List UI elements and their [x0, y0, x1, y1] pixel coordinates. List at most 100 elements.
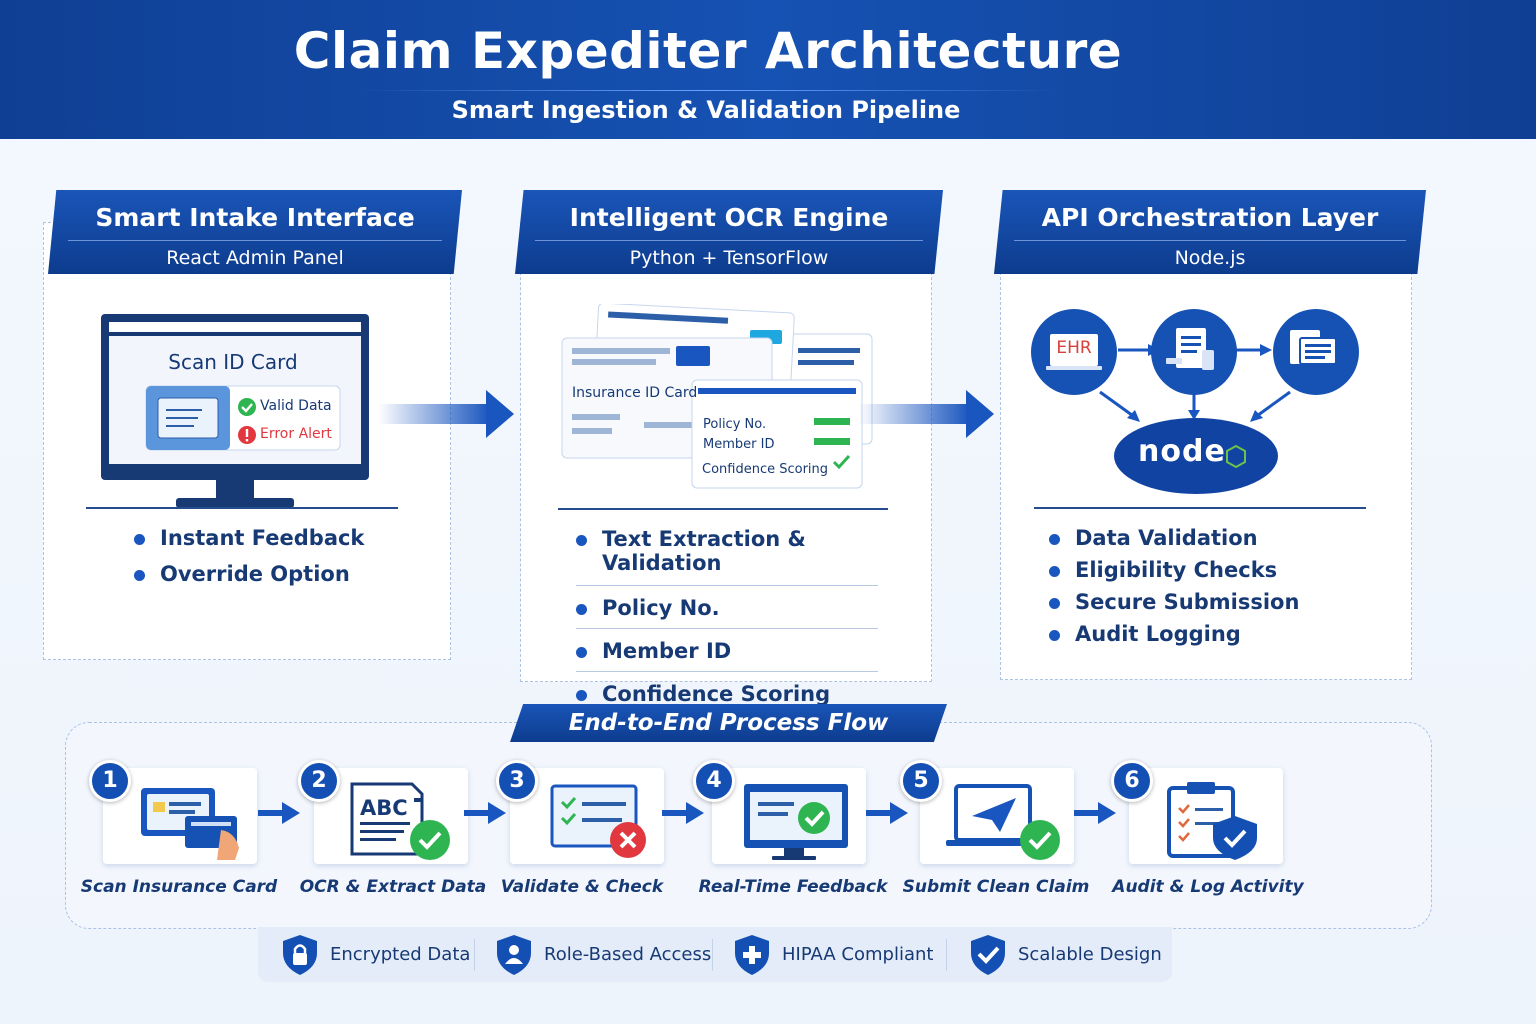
ocr-feature-list: Text Extraction & Validation Policy No. … — [576, 527, 878, 706]
step-label: Scan Insurance Card — [80, 877, 278, 897]
bullet-dot — [576, 535, 587, 546]
bullet-dot — [576, 690, 587, 701]
laptop-send-icon — [946, 784, 1060, 860]
checklist-error-icon — [550, 784, 646, 858]
step-number: 6 — [1111, 760, 1153, 802]
badge-label: HIPAA Compliant — [782, 944, 934, 965]
step-label: Audit & Log Activity — [1112, 877, 1304, 897]
api-header: API Orchestration Layer Node.js — [994, 190, 1426, 274]
badge-encrypted-data: Encrypted Data — [280, 927, 470, 982]
ocr-header: Intelligent OCR Engine Python + TensorFl… — [515, 190, 943, 274]
step-card — [1129, 768, 1283, 864]
medical-shield-icon — [735, 934, 769, 975]
intake-header-rule — [68, 240, 442, 241]
user-shield-icon — [497, 934, 531, 975]
bullet-dot — [1049, 630, 1060, 641]
check-shield-icon — [971, 934, 1005, 975]
step-card — [712, 768, 866, 864]
step-label: OCR & Extract Data — [299, 877, 487, 897]
badge-scalable-design: Scalable Design — [968, 927, 1162, 982]
card-scan-icon — [141, 788, 239, 860]
step-arrow-right-icon — [866, 802, 908, 824]
step-number: 1 — [89, 760, 131, 802]
ocr-card-title: Insurance ID Card — [572, 385, 698, 401]
bullet-dot — [134, 570, 145, 581]
monitor-check-icon — [744, 784, 848, 860]
step-arrow-right-icon — [1074, 802, 1116, 824]
title-divider — [360, 90, 1060, 91]
list-item: Policy No. — [576, 596, 878, 629]
step-arrow-right-icon — [662, 802, 704, 824]
ocr-title: Intelligent OCR Engine — [569, 203, 889, 232]
step-number: 2 — [298, 760, 340, 802]
api-subtitle: Node.js — [1174, 247, 1246, 269]
intake-title: Smart Intake Interface — [95, 203, 415, 232]
badge-separator — [712, 939, 713, 971]
ocr-doc-text: ABC — [360, 796, 408, 820]
feature-text: Policy No. — [602, 596, 720, 620]
bullet-dot — [576, 647, 587, 658]
process-flow-title: End-to-End Process Flow — [510, 704, 947, 742]
step-label: Submit Clean Claim — [902, 877, 1090, 897]
feature-text: Text Extraction & Validation — [602, 527, 806, 575]
feature-text: Data Validation — [1075, 526, 1258, 550]
step-number: 4 — [693, 760, 735, 802]
bullet-dot — [576, 604, 587, 615]
badge-separator — [946, 939, 947, 971]
badge-hipaa-compliant: HIPAA Compliant — [732, 927, 933, 982]
list-item: Confidence Scoring — [576, 682, 878, 706]
ocr-confidence-label: Confidence Scoring — [702, 462, 829, 477]
step-number: 3 — [496, 760, 538, 802]
list-item: Override Option — [134, 562, 364, 586]
api-network-icon — [1031, 309, 1359, 494]
step-label: Validate & Check — [500, 877, 664, 897]
page-title: Claim Expediter Architecture — [293, 22, 1123, 80]
nodejs-logo: node — [1138, 434, 1226, 469]
feature-text: Override Option — [160, 562, 350, 586]
monitor-icon — [101, 314, 369, 508]
list-item: Secure Submission — [1049, 590, 1299, 614]
header-banner: Claim Expediter Architecture Smart Inges… — [0, 0, 1536, 139]
list-item: Audit Logging — [1049, 622, 1299, 646]
list-item: Data Validation — [1049, 526, 1299, 550]
api-title: API Orchestration Layer — [1041, 203, 1379, 232]
feature-text: Member ID — [602, 639, 732, 663]
ocr-member-label: Member ID — [703, 437, 775, 452]
ehr-label: EHR — [1056, 338, 1092, 358]
ocr-divider — [558, 508, 888, 510]
bullet-dot — [134, 534, 145, 545]
intake-subtitle: React Admin Panel — [166, 247, 344, 269]
step-arrow-right-icon — [464, 802, 506, 824]
ocr-document-icon — [350, 782, 450, 860]
badge-role-based-access: Role-Based Access — [494, 927, 711, 982]
list-item: Instant Feedback — [134, 526, 364, 550]
feature-text: Audit Logging — [1075, 622, 1241, 646]
bullet-dot — [1049, 598, 1060, 609]
badge-label: Scalable Design — [1018, 944, 1162, 965]
feature-text: Secure Submission — [1075, 590, 1300, 614]
intake-divider — [86, 507, 398, 509]
step-card — [920, 768, 1074, 864]
intake-header: Smart Intake Interface React Admin Panel — [48, 190, 462, 274]
bullet-dot — [1049, 534, 1060, 545]
badge-label: Encrypted Data — [330, 944, 471, 965]
lock-shield-icon — [283, 934, 317, 975]
feature-text: Eligibility Checks — [1075, 558, 1278, 582]
error-alert-label: Error Alert — [260, 426, 332, 442]
api-divider — [1034, 507, 1366, 509]
ocr-policy-label: Policy No. — [703, 417, 767, 432]
badge-label: Role-Based Access — [544, 944, 712, 965]
page-subtitle: Smart Ingestion & Validation Pipeline — [451, 96, 961, 124]
list-item: Text Extraction & Validation — [576, 527, 878, 586]
api-feature-list: Data Validation Eligibility Checks Secur… — [1049, 526, 1299, 646]
step-number: 5 — [900, 760, 942, 802]
feature-text: Confidence Scoring — [602, 682, 831, 706]
feature-badges: Encrypted Data Role-Based Access HIPAA C… — [258, 927, 1172, 982]
intake-feature-list: Instant Feedback Override Option — [134, 526, 364, 586]
step-label: Real-Time Feedback — [698, 877, 888, 897]
flow-arrow-right-icon — [378, 390, 514, 438]
list-item: Member ID — [576, 639, 878, 672]
feature-text: Instant Feedback — [160, 526, 365, 550]
list-item: Eligibility Checks — [1049, 558, 1299, 582]
scan-card-title: Scan ID Card — [168, 350, 298, 374]
